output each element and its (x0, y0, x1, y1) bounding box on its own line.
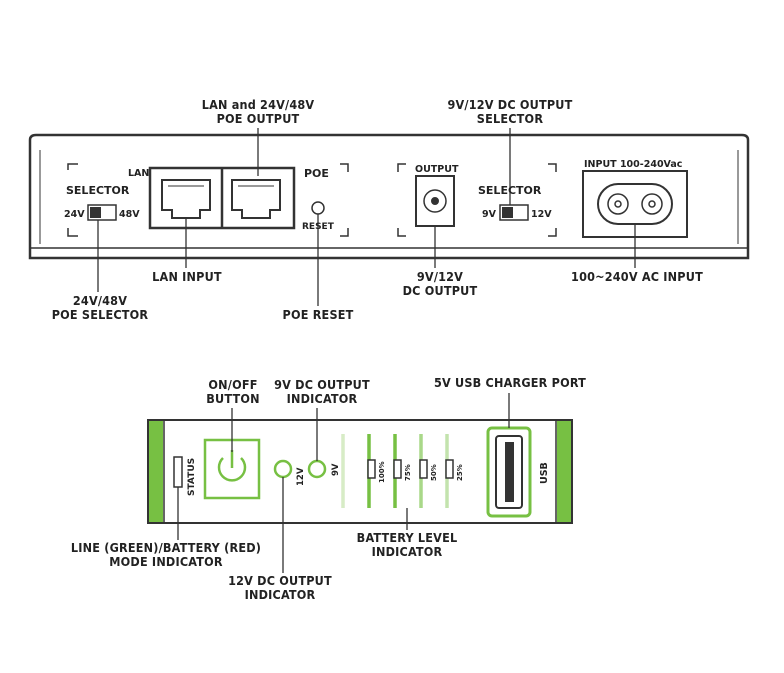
dc9-indicator-label: 9V DC OUTPUT INDICATOR (274, 377, 370, 406)
dc-selector-switch (499, 204, 529, 221)
dc-output-label: 9V/12V DC OUTPUT (402, 269, 478, 298)
dc12-indicator-label: 12V DC OUTPUT INDICATOR (228, 573, 332, 602)
battery-50-text: 50% (430, 464, 438, 481)
usb-port-label: 5V USB CHARGER PORT (433, 375, 587, 390)
v9-text: 9V (482, 209, 497, 220)
lan-output-port (231, 179, 281, 219)
output-text: OUTPUT (415, 164, 459, 175)
top-device-body (28, 133, 750, 260)
battery-100-text: 100% (378, 461, 386, 483)
ac-inlet-socket (597, 183, 673, 225)
v9-led-text: 9V (331, 463, 341, 476)
lan-poe-output-label: LAN and 24V/48V POE OUTPUT (201, 97, 315, 126)
dc-selector-label: 9V/12V DC OUTPUT SELECTOR (447, 97, 573, 126)
lan-input-port (161, 179, 211, 219)
lan-input-label: LAN INPUT (152, 269, 222, 284)
bottom-device-body (147, 419, 573, 524)
usb-text: USB (539, 462, 550, 484)
v48-text: 48V (119, 209, 140, 220)
status-text: STATUS (187, 458, 197, 496)
battery-level-label: BATTERY LEVEL INDICATOR (356, 530, 458, 559)
poe-selector-switch (87, 204, 117, 221)
v24-text: 24V (64, 209, 85, 220)
battery-led-100 (367, 459, 376, 479)
selector-text: SELECTOR (66, 184, 130, 197)
status-led (173, 456, 183, 488)
dc12-led (273, 459, 293, 479)
poe-reset-button (311, 201, 325, 215)
battery-75-text: 75% (404, 464, 412, 481)
battery-led-75 (393, 459, 402, 479)
poe-reset-label: POE RESET (282, 307, 354, 322)
power-icon (217, 450, 247, 482)
dc9-led (307, 459, 327, 479)
poe-selector-label: 24V/48V POE SELECTOR (51, 293, 149, 322)
battery-led-50 (419, 459, 428, 479)
v12-text: 12V (531, 209, 552, 220)
battery-led-25 (445, 459, 454, 479)
mode-indicator-label: LINE (GREEN)/BATTERY (RED) MODE INDICATO… (70, 540, 262, 569)
ac-input-label: 100~240V AC INPUT (571, 269, 703, 284)
ac-input-text: INPUT 100-240Vac (584, 159, 682, 170)
selector2-text: SELECTOR (478, 184, 542, 197)
right-green-cap (557, 421, 571, 522)
onoff-button-label: ON/OFF BUTTON (206, 377, 260, 406)
reset-text: RESET (302, 222, 335, 232)
left-green-cap (149, 421, 163, 522)
v12-led-text: 12V (296, 467, 306, 486)
poe-text: POE (304, 167, 329, 180)
battery-25-text: 25% (456, 464, 464, 481)
lan-text: LAN (128, 168, 149, 179)
